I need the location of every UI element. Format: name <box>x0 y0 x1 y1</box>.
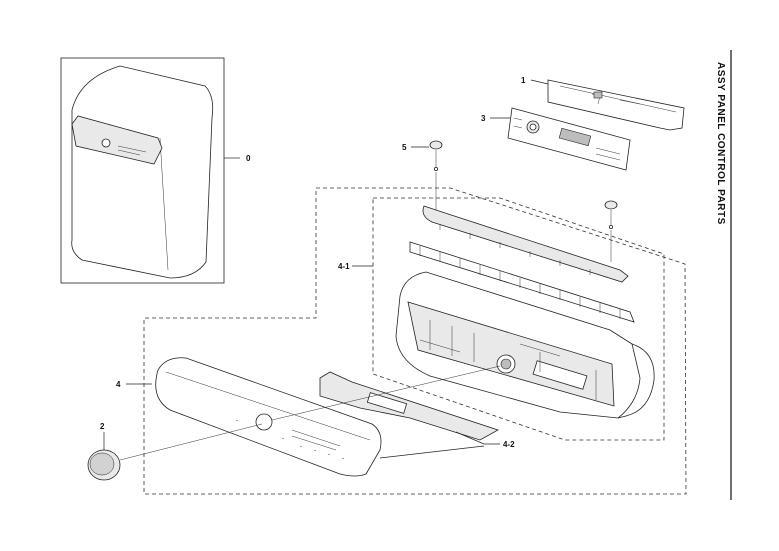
cabinet-knob <box>101 138 111 148</box>
bracket-body <box>547 79 685 131</box>
cabinet-body <box>71 65 214 279</box>
control-panel-assembly-icon <box>155 357 382 477</box>
screw-right-head <box>609 224 614 229</box>
front-knob-ring <box>255 413 273 431</box>
leader-4-2 <box>379 431 500 459</box>
diagram-title: ASSY PANEL CONTROL PARTS <box>715 62 726 225</box>
pcb-bracket-icon <box>547 79 685 131</box>
knob-cap-icon <box>87 449 121 481</box>
cap-screw-icon <box>429 140 618 229</box>
frame-window <box>532 360 588 390</box>
frame-side <box>617 343 655 419</box>
callout-1: 1 <box>521 76 526 85</box>
film-body <box>319 371 499 441</box>
cap-left <box>429 140 443 150</box>
cabinet-display <box>117 145 147 156</box>
cabinet-side <box>159 137 169 271</box>
assembly-4-1-boundary <box>372 197 665 441</box>
display-pcb-icon <box>507 107 631 171</box>
knob-cap-face <box>89 452 115 476</box>
front-panel-edge <box>165 371 371 441</box>
rib-strip <box>409 241 635 323</box>
leader-1 <box>530 79 549 85</box>
screw-left-head <box>433 166 438 171</box>
callout-4: 4 <box>116 380 121 389</box>
window-film-icon <box>319 371 499 441</box>
callout-3: 3 <box>481 114 486 123</box>
title-block: ASSY PANEL CONTROL PARTS <box>715 50 732 500</box>
axis-line-knob <box>271 365 501 421</box>
front-display <box>291 429 341 451</box>
callout-2: 2 <box>100 422 105 431</box>
callout-0: 0 <box>246 154 251 163</box>
callout-5: 5 <box>402 143 407 152</box>
panel-frame-icon <box>395 205 655 419</box>
trim-ticks <box>439 224 591 275</box>
cabinet-panel <box>71 115 163 165</box>
pcb-encoder-inner <box>529 123 537 131</box>
axis-line-2 <box>119 423 263 461</box>
film-window <box>366 392 408 414</box>
washer-cabinet-icon <box>60 57 225 284</box>
callout-4-1: 4-1 <box>338 262 350 271</box>
frame-ribs <box>419 320 597 400</box>
pcb-buttons <box>513 117 621 161</box>
trim-strip <box>422 205 629 283</box>
cap-right <box>604 200 618 210</box>
pcb-display <box>558 127 592 147</box>
bracket-tab <box>593 91 603 99</box>
frame-knob-hole-inner <box>500 358 512 370</box>
front-dots <box>235 419 345 460</box>
callout-4-2: 4-2 <box>503 440 515 449</box>
rib-teeth <box>419 246 621 319</box>
assembly-4-boundary <box>143 187 687 495</box>
